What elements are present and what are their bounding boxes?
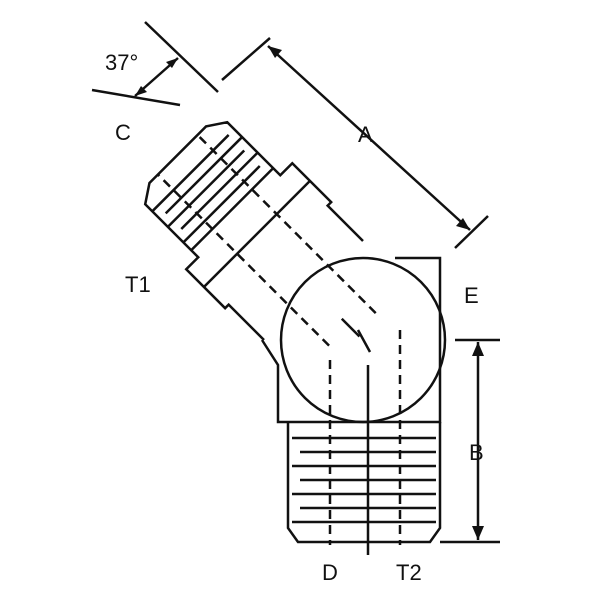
dimension-b: [440, 338, 500, 544]
center-mark: [356, 329, 372, 353]
bottom-thread: [286, 422, 442, 544]
label-d: D: [322, 560, 338, 585]
angle-dimension: [91, 21, 219, 107]
label-e: E: [464, 283, 479, 308]
label-angle: 37°: [105, 50, 138, 75]
label-b: B: [469, 440, 484, 465]
label-a: A: [358, 122, 373, 147]
body-block: [260, 256, 442, 424]
dimension-a: [221, 37, 489, 249]
label-t2: T2: [396, 560, 422, 585]
angled-flare-port: [143, 120, 377, 347]
label-t1: T1: [125, 272, 151, 297]
label-c: C: [115, 120, 131, 145]
body-circle: [279, 256, 447, 424]
